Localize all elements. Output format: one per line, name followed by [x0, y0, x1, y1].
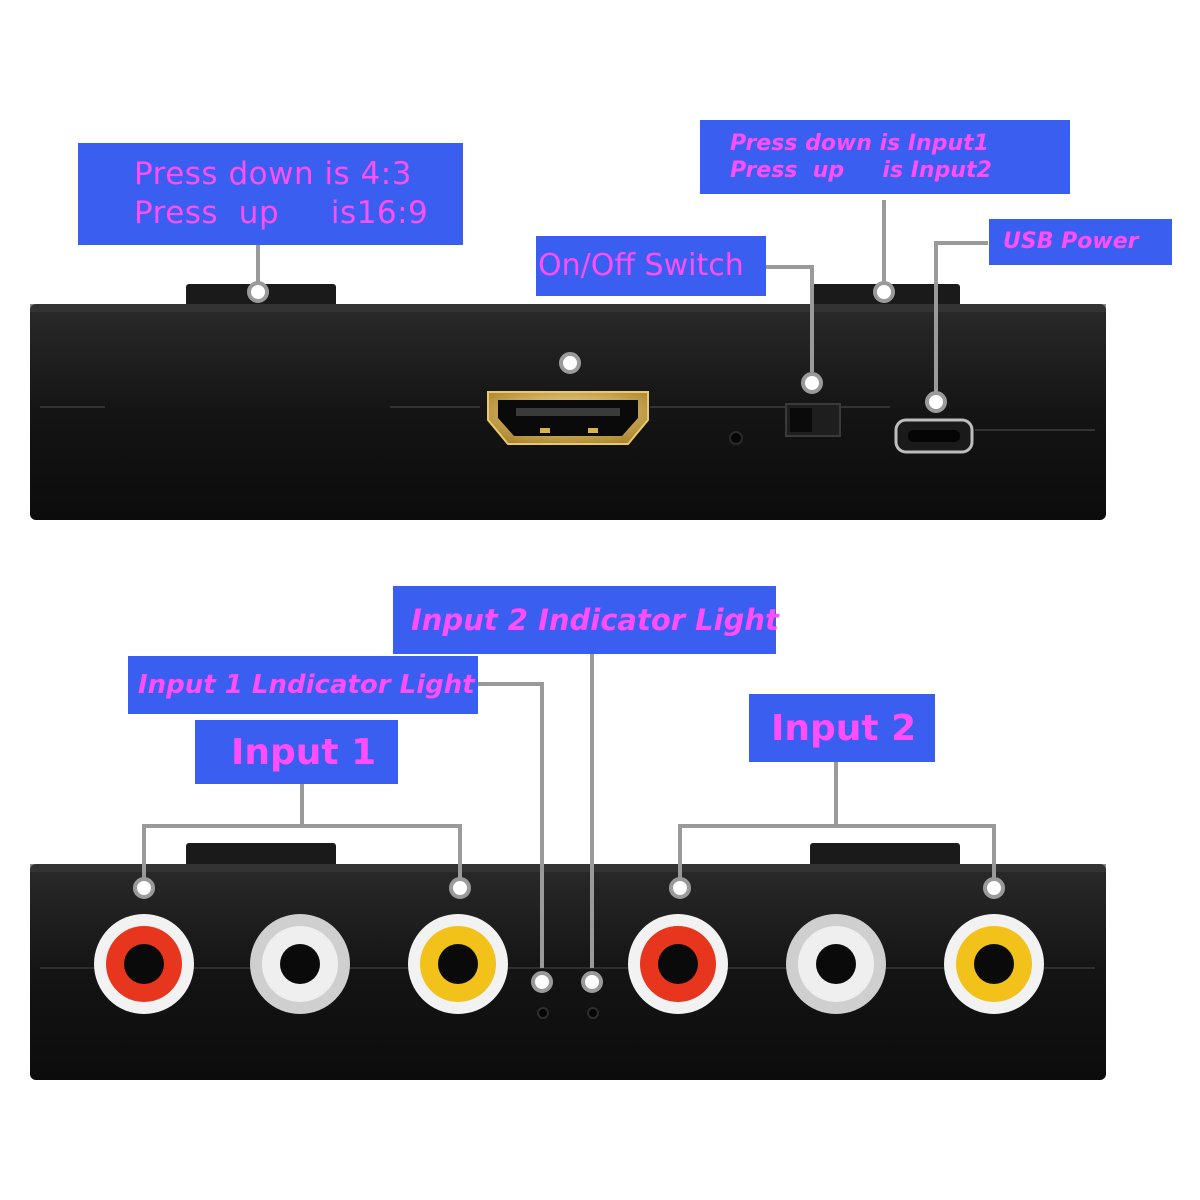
usb-power-callout: USB Power: [989, 219, 1172, 265]
on-off-switch-callout: On/Off Switch: [536, 236, 766, 296]
rca-white-1: [250, 914, 350, 1014]
input1-callout-text: Input 1: [231, 731, 377, 773]
input2-indicator-callout-text: Input 2 Indicator Light: [411, 602, 779, 637]
rca-yellow-2: [944, 914, 1044, 1014]
input1-indicator-callout: Input 1 Lndicator Light: [128, 656, 478, 714]
rca-yellow-1: [408, 914, 508, 1014]
input-select-callout: Press down is Input1 Press up is Input2: [700, 120, 1070, 194]
input1-indicator-callout-text: Input 1 Lndicator Light: [138, 669, 475, 700]
input1-led: [537, 1007, 549, 1019]
usb-power-callout-text: USB Power: [1003, 229, 1139, 255]
rca-white-2: [786, 914, 886, 1014]
usb-port: [894, 418, 974, 454]
input2-callout-text: Input 2: [771, 707, 917, 749]
rca-red-1: [94, 914, 194, 1014]
input-select-callout-line1: Press down is Input1: [730, 130, 989, 156]
input-select-callout-line2: Press up is Input2: [730, 158, 992, 183]
on-off-switch: [785, 403, 841, 437]
input2-callout: Input 2: [749, 694, 935, 762]
aspect-callout-line1: Press down is 4:3: [134, 156, 412, 193]
input1-callout: Input 1: [195, 720, 398, 784]
hdmi-port: [487, 391, 649, 445]
aspect-callout: Press down is 4:3 Press up is16:9: [78, 143, 463, 245]
rca-red-2: [628, 914, 728, 1014]
input2-led: [587, 1007, 599, 1019]
reset-hole: [729, 431, 743, 445]
callout-dots: [133, 281, 1005, 993]
input2-indicator-callout: Input 2 Indicator Light: [393, 586, 779, 654]
bottom-device: [30, 843, 1106, 1080]
top-device: [30, 284, 1106, 520]
leader-lines: [142, 200, 996, 968]
aspect-callout-line2: Press up is16:9: [134, 195, 429, 231]
on-off-switch-callout-text: On/Off Switch: [538, 248, 744, 284]
